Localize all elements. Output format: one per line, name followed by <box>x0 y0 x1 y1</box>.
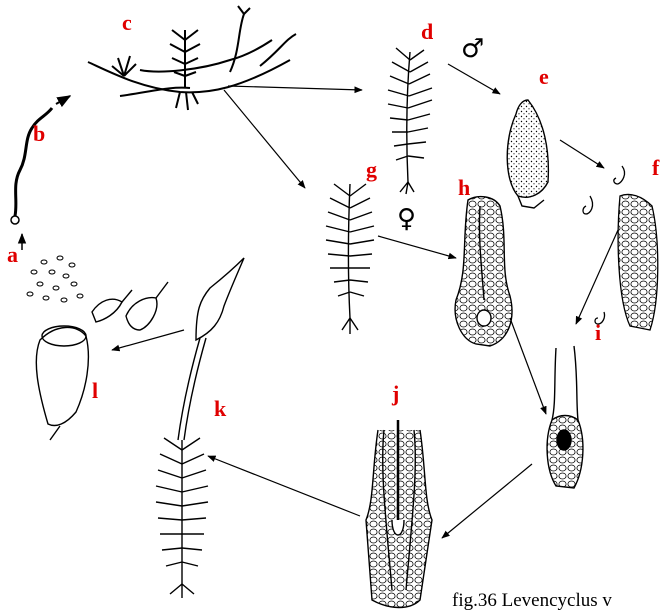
label-c: c <box>122 12 132 34</box>
mature-sporophyte-drawing <box>156 258 244 598</box>
label-h: h <box>458 177 470 199</box>
label-a: a <box>7 244 18 266</box>
label-k: k <box>214 398 226 420</box>
sperm-and-antheridium-drawing <box>583 166 658 330</box>
protonema-drawing <box>11 96 70 224</box>
label-g: g <box>366 159 377 181</box>
label-d: d <box>421 21 433 43</box>
female-gametophyte-drawing <box>326 184 374 334</box>
label-j: j <box>392 383 399 405</box>
figure-caption: fig.36 Levencyclus v <box>452 590 612 612</box>
label-i: i <box>595 322 601 344</box>
label-l: l <box>92 380 98 402</box>
spores-drawing <box>27 256 83 302</box>
label-f: f <box>652 157 659 179</box>
female-symbol-icon: ♀ <box>397 206 416 232</box>
label-b: b <box>33 123 45 145</box>
label-e: e <box>539 66 549 88</box>
antheridium-drawing <box>507 100 548 208</box>
archegonium-cluster-drawing <box>455 197 512 346</box>
male-symbol-icon: ♂ <box>461 36 484 62</box>
capsule-drawing <box>36 282 168 440</box>
young-sporophyte-drawing <box>366 420 432 608</box>
protonema-with-buds-drawing <box>88 6 296 110</box>
fertilized-archegonium-drawing <box>547 346 583 488</box>
male-gametophyte-drawing <box>388 48 432 194</box>
